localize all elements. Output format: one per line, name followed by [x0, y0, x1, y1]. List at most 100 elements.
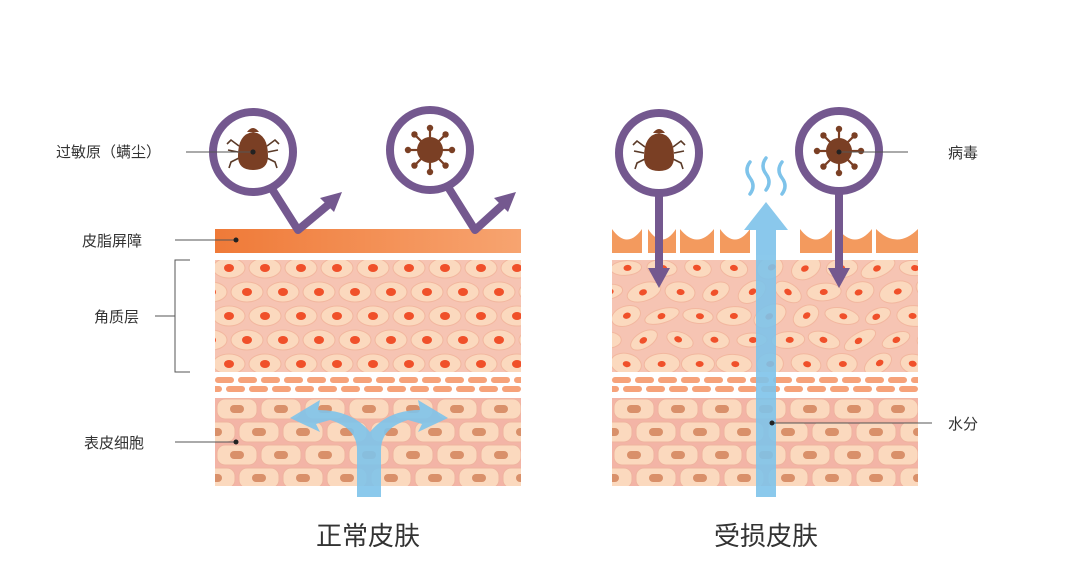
- cell-nucleus: [560, 474, 574, 482]
- flat-cell: [635, 377, 654, 383]
- cell-nucleus: [854, 289, 863, 296]
- cell-nucleus: [428, 428, 442, 436]
- cell-nucleus: [332, 312, 342, 320]
- cell-nucleus: [729, 313, 738, 320]
- damaged-skin-caption: 受损皮肤: [714, 522, 818, 552]
- cell-nucleus: [186, 451, 200, 459]
- flat-cell: [284, 377, 303, 383]
- virus-magnifier-damaged: [795, 107, 883, 288]
- cell-nucleus: [891, 451, 905, 459]
- cell-nucleus: [695, 313, 704, 320]
- cell-nucleus: [242, 288, 252, 296]
- corneum-cell: [916, 330, 918, 350]
- corneum-cell: [518, 334, 521, 346]
- cell-nucleus: [440, 264, 450, 272]
- cell-nucleus: [671, 405, 685, 413]
- virus-spike-tip: [404, 146, 412, 154]
- moisture-retained-arrow: [290, 400, 448, 497]
- cell-nucleus: [935, 451, 949, 459]
- flat-cell: [773, 377, 792, 383]
- epidermal-cell: [525, 445, 565, 465]
- barrier-fragment: [720, 229, 750, 253]
- mite-icon: [632, 129, 686, 171]
- cell-nucleus: [224, 312, 234, 320]
- flat-cell: [612, 377, 631, 383]
- cell-nucleus: [908, 360, 917, 367]
- flat-cell: [215, 386, 222, 392]
- flat-cell: [491, 377, 510, 383]
- cell-nucleus: [252, 428, 266, 436]
- epidermal-cells-label: 表皮细胞: [84, 434, 144, 452]
- cell-nucleus: [406, 451, 420, 459]
- cell-nucleus: [693, 474, 707, 482]
- cell-nucleus: [649, 428, 663, 436]
- cell-nucleus: [332, 264, 342, 272]
- epidermal-cell: [215, 421, 236, 443]
- virus-spike-tip: [426, 124, 434, 132]
- flat-cell: [445, 377, 464, 383]
- corneum-cell: [574, 260, 606, 275]
- cell-nucleus: [875, 359, 884, 367]
- corneum-cell: [915, 279, 918, 305]
- cell-nucleus: [314, 336, 324, 344]
- cell-nucleus: [440, 360, 450, 368]
- virus-label: 病毒: [948, 144, 978, 162]
- cell-nucleus: [476, 312, 486, 320]
- flat-cell: [727, 377, 746, 383]
- cell-nucleus: [891, 405, 905, 413]
- flat-cell: [658, 377, 677, 383]
- cell-nucleus: [674, 336, 683, 343]
- corneum-cell: [576, 307, 603, 325]
- flat-cell: [410, 386, 429, 392]
- virus-spike-tip: [835, 125, 843, 133]
- flat-cell: [479, 386, 498, 392]
- epidermal-cell: [547, 422, 587, 442]
- cell-nucleus: [801, 265, 809, 272]
- corneum-cell: [612, 331, 622, 349]
- flat-cell: [865, 377, 884, 383]
- cell-nucleus: [260, 360, 270, 368]
- flat-cell: [502, 386, 521, 392]
- cell-nucleus: [404, 312, 414, 320]
- cell-nucleus: [639, 337, 648, 344]
- virus-spike-tip: [426, 168, 434, 176]
- virus-spike-tip: [442, 162, 449, 169]
- flat-cell: [468, 377, 487, 383]
- cell-nucleus: [296, 312, 306, 320]
- cell-nucleus: [530, 336, 540, 344]
- cell-nucleus: [188, 264, 198, 272]
- cell-nucleus: [781, 474, 795, 482]
- flat-cell: [514, 377, 521, 383]
- cell-nucleus: [440, 312, 450, 320]
- flat-cell: [387, 386, 406, 392]
- cell-nucleus: [224, 360, 234, 368]
- thin-cell-band: [215, 375, 521, 395]
- cell-nucleus: [538, 451, 552, 459]
- cell-nucleus: [627, 451, 641, 459]
- cell-nucleus: [819, 336, 828, 343]
- virus-spike-tip: [442, 131, 449, 138]
- virus-magnifier: [386, 106, 516, 234]
- flat-cell: [376, 377, 395, 383]
- flat-cell: [704, 377, 723, 383]
- flat-cell: [623, 386, 642, 392]
- cell-nucleus: [715, 451, 729, 459]
- cell-nucleus: [803, 451, 817, 459]
- cell-nucleus: [278, 288, 288, 296]
- epidermal-cell: [525, 399, 565, 419]
- cell-nucleus: [252, 474, 266, 482]
- cell-nucleus: [587, 361, 595, 367]
- epidermal-cell: [899, 421, 918, 443]
- cell-nucleus: [869, 428, 883, 436]
- cell-nucleus: [296, 474, 310, 482]
- lipid-barrier-layer: [215, 229, 521, 253]
- cell-nucleus: [825, 474, 839, 482]
- virus-spike-tip: [813, 147, 821, 155]
- cell-nucleus: [340, 474, 354, 482]
- cell-nucleus: [627, 405, 641, 413]
- cell-nucleus: [612, 474, 619, 482]
- cell-nucleus: [676, 289, 685, 296]
- flat-cell: [295, 386, 314, 392]
- corneum-cell: [500, 305, 521, 327]
